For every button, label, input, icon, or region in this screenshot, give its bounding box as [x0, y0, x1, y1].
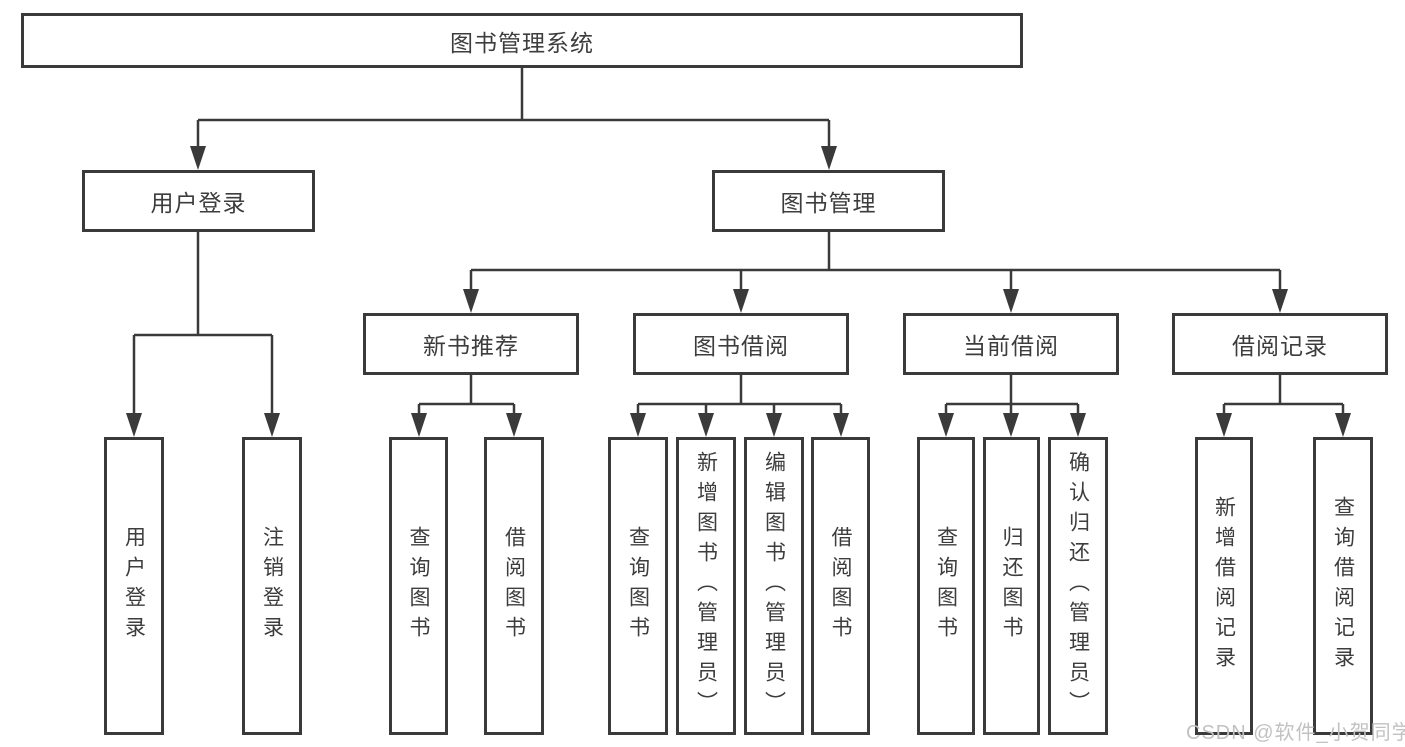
- node-book-borrowing-label: 图书借阅: [693, 333, 789, 359]
- arrowhead-icon: [1272, 289, 1288, 313]
- connector-line: [944, 375, 1080, 416]
- arrowhead-icon: [463, 289, 479, 313]
- leaf-add-books-admin: 新增图书（管理员）: [676, 437, 736, 735]
- csdn-watermark: CSDN @软件_小贺同学: [1186, 722, 1405, 744]
- arrowhead-icon: [506, 413, 522, 437]
- node-new-book-recommend: 新书推荐: [363, 313, 579, 375]
- connector-line: [132, 232, 274, 416]
- leaf-add-borrow-record-label: 新增借阅记录: [1212, 496, 1236, 676]
- node-current-borrowing-label: 当前借阅: [963, 333, 1059, 359]
- connector-line: [417, 375, 516, 416]
- leaf-borrow-books-1: 借阅图书: [484, 437, 544, 735]
- node-current-borrowing: 当前借阅: [903, 313, 1119, 375]
- connector-borrow-children: [630, 375, 849, 437]
- arrowhead-icon: [1335, 413, 1351, 437]
- arrowhead-icon: [1070, 413, 1086, 437]
- leaf-query-books-1: 查询图书: [389, 437, 448, 735]
- leaf-add-borrow-record: 新增借阅记录: [1195, 437, 1253, 735]
- leaf-query-borrow-record: 查询借阅记录: [1313, 437, 1373, 735]
- arrowhead-icon: [190, 146, 206, 170]
- connector-root-to-level2: [190, 68, 837, 170]
- leaf-query-books-2: 查询图书: [608, 437, 668, 735]
- node-book-management-label: 图书管理: [780, 190, 877, 216]
- connector-line: [196, 68, 831, 150]
- leaf-confirm-return-admin: 确认归还（管理员）: [1048, 437, 1108, 735]
- leaf-borrow-books-2: 借阅图书: [811, 437, 870, 735]
- arrowhead-icon: [264, 413, 280, 437]
- connector-line: [636, 375, 843, 416]
- node-book-management: 图书管理: [712, 170, 945, 232]
- arrowhead-icon: [733, 289, 749, 313]
- connector-book-mgmt-to-level3: [463, 232, 1288, 313]
- node-root: 图书管理系统: [21, 13, 1023, 68]
- node-borrowing-records: 借阅记录: [1172, 313, 1388, 375]
- connector-new-book-children: [411, 375, 522, 437]
- leaf-return-books-label: 归还图书: [1000, 526, 1023, 646]
- leaf-query-books-3-label: 查询图书: [934, 526, 958, 646]
- leaf-logout-label: 注销登录: [260, 526, 284, 646]
- leaf-add-books-admin-label: 新增图书（管理员）: [694, 451, 718, 721]
- leaf-return-books: 归还图书: [983, 437, 1040, 735]
- leaf-query-borrow-record-label: 查询借阅记录: [1331, 496, 1355, 676]
- leaf-edit-books-admin: 编辑图书（管理员）: [744, 437, 804, 735]
- arrowhead-icon: [1003, 289, 1019, 313]
- connector-records-children: [1216, 375, 1351, 437]
- arrowhead-icon: [833, 413, 849, 437]
- leaf-query-books-2-label: 查询图书: [626, 526, 650, 646]
- arrowhead-icon: [698, 413, 714, 437]
- node-borrowing-records-label: 借阅记录: [1232, 333, 1328, 359]
- leaf-logout: 注销登录: [242, 437, 302, 735]
- leaf-user-login-label: 用户登录: [122, 526, 146, 646]
- leaf-query-books-3: 查询图书: [917, 437, 975, 735]
- connector-current-children: [938, 375, 1086, 437]
- node-user-login-label: 用户登录: [150, 190, 247, 216]
- arrowhead-icon: [1003, 413, 1019, 437]
- arrowhead-icon: [411, 413, 427, 437]
- arrowhead-icon: [766, 413, 782, 437]
- leaf-borrow-books-2-label: 借阅图书: [829, 526, 852, 646]
- arrowhead-icon: [126, 413, 142, 437]
- node-root-label: 图书管理系统: [450, 29, 594, 56]
- leaf-user-login: 用户登录: [104, 437, 164, 735]
- leaf-confirm-return-admin-label: 确认归还（管理员）: [1066, 451, 1090, 721]
- arrowhead-icon: [630, 413, 646, 437]
- leaf-borrow-books-1-label: 借阅图书: [502, 526, 526, 646]
- node-user-login: 用户登录: [82, 170, 315, 232]
- connector-user-login-children: [126, 232, 280, 437]
- connector-line: [469, 232, 1282, 292]
- arrowhead-icon: [938, 413, 954, 437]
- arrowhead-icon: [1216, 413, 1232, 437]
- arrowhead-icon: [821, 146, 837, 170]
- connector-line: [1222, 375, 1345, 416]
- leaf-edit-books-admin-label: 编辑图书（管理员）: [762, 451, 786, 721]
- node-book-borrowing: 图书借阅: [633, 313, 849, 375]
- node-new-book-recommend-label: 新书推荐: [423, 333, 519, 359]
- leaf-query-books-1-label: 查询图书: [407, 526, 430, 646]
